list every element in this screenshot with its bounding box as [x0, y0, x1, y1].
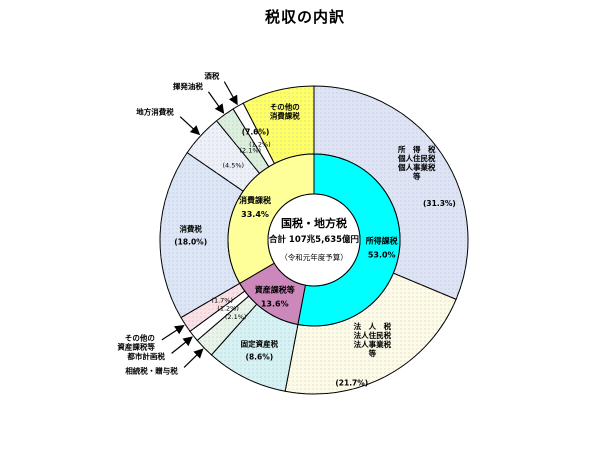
- outer-label-所得税個人住民税個人事業税等: 所 得 税個人住民税個人事業税等: [397, 144, 436, 181]
- outer-slice-法人税法人住民税法人事業税等-texture: [285, 273, 457, 394]
- outer-label-都市計画税: 都市計画税: [126, 351, 165, 361]
- center-title: 国税・地方税: [281, 216, 347, 230]
- arrow-酒税: [223, 81, 238, 106]
- inner-label-所得課税: 所得課税: [365, 235, 398, 245]
- outer-slice-固定資産税-texture: [211, 304, 298, 392]
- inner-value-資産課税等: 13.6%: [261, 299, 289, 308]
- outer-slice-消費税-texture: [160, 152, 244, 318]
- outer-label-消費税: 消費税: [179, 223, 202, 233]
- outer-label-その他の消費課税: その他の消費課税: [270, 102, 300, 121]
- inner-label-資産課税等: 資産課税等: [255, 284, 295, 294]
- center-disc: [267, 193, 361, 287]
- arrow-その他の資産課税等: [161, 324, 185, 341]
- center-note: （令和元年度予算）: [280, 252, 348, 262]
- inner-value-消費課税: 33.4%: [241, 210, 269, 219]
- outer-slice-その他の消費課税-texture: [243, 86, 314, 164]
- outer-value-地方消費税: (4.5%): [222, 162, 244, 170]
- outer-slice-その他の資産課税等-texture: [180, 283, 245, 332]
- outer-ring: [159, 85, 469, 395]
- chart-title: 税収の内訳: [264, 8, 345, 26]
- inner-label-消費課税: 消費課税: [239, 195, 271, 205]
- outer-value-消費税: (18.0%): [174, 237, 207, 246]
- outer-value-その他の消費課税: (7.6%): [242, 127, 270, 136]
- inner-ring: [227, 153, 401, 327]
- outer-label-法人税法人住民税法人事業税等: 法 人 税法人住民税法人事業税等: [354, 321, 392, 358]
- outer-slice-相続税・贈与税-texture: [197, 296, 257, 355]
- outer-value-酒税: (1.2%): [249, 140, 271, 148]
- outer-value-法人税法人住民税法人事業税等: (21.7%): [335, 379, 368, 388]
- center-total: 合計 107兆5,635億円: [268, 234, 359, 245]
- outer-slice-地方消費税-texture: [187, 120, 260, 192]
- outer-label-地方消費税: 地方消費税: [136, 107, 174, 117]
- outer-value-揮発油税: (2.1%): [240, 147, 262, 155]
- inner-value-所得課税: 53.0%: [368, 250, 396, 259]
- arrow-地方消費税: [179, 116, 201, 136]
- outer-slice-揮発油税-texture: [216, 108, 269, 174]
- outer-label-酒税: 酒税: [204, 70, 219, 80]
- arrow-揮発油税: [207, 91, 225, 114]
- outer-label-相続税・贈与税: 相続税・贈与税: [125, 366, 178, 376]
- outer-value-所得税個人住民税個人事業税等: (31.3%): [423, 199, 456, 208]
- outer-value-都市計画税: (1.2%): [217, 304, 239, 312]
- slice-labels: 所得課税 53.0% 資産課税等 13.6% 消費課税 33.4% 所 得 税個人住民税個人…: [117, 70, 455, 387]
- outer-value-その他の資産課税等: (1.7%): [211, 296, 233, 304]
- outer-slice-所得税個人住民税個人事業税等-texture: [314, 86, 468, 300]
- outer-value-相続税・贈与税: (2.1%): [225, 313, 247, 321]
- arrow-都市計画税: [171, 336, 193, 354]
- outer-label-固定資産税: 固定資産税: [241, 339, 279, 349]
- outer-slice-酒税-texture: [233, 103, 275, 167]
- outer-label-揮発油税: 揮発油税: [173, 81, 203, 91]
- arrow-相続税・贈与税: [183, 348, 204, 368]
- outer-slice-都市計画税-texture: [189, 290, 249, 341]
- outer-label-その他の資産課税等: その他の資産課税等: [117, 333, 155, 352]
- outer-value-固定資産税: (8.6%): [246, 353, 274, 362]
